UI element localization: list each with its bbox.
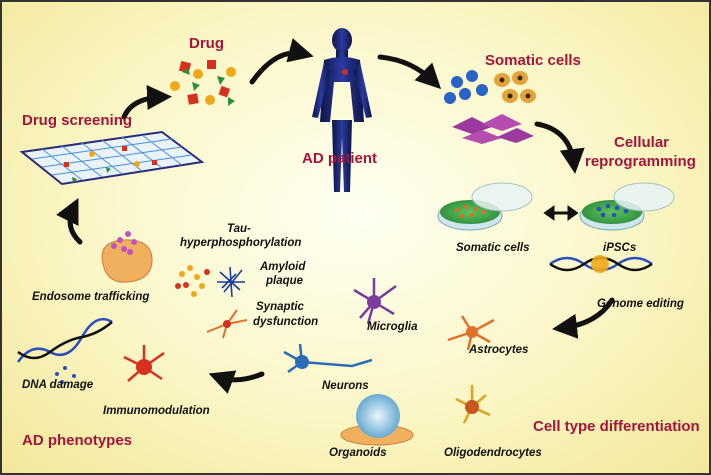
endosome-illustration bbox=[101, 231, 153, 283]
arrow-neurons-to-phenotypes bbox=[208, 370, 265, 394]
immunomodulation-illustration bbox=[123, 345, 165, 382]
immunomodulation-label: Immunomodulation bbox=[103, 405, 210, 417]
endosome-trafficking-label: Endosome trafficking bbox=[32, 291, 150, 303]
organoid-illustration bbox=[340, 394, 414, 446]
neurons-label: Neurons bbox=[322, 380, 369, 392]
drug-screening-plate bbox=[19, 130, 205, 186]
astrocytes-label: Astrocytes bbox=[469, 344, 529, 356]
organoids-label: Organoids bbox=[329, 447, 387, 459]
cell-type-differentiation-label: Cell type differentiation bbox=[533, 418, 700, 435]
tau-label-line2: hyperphosphorylation bbox=[180, 237, 302, 249]
drug-label: Drug bbox=[189, 35, 224, 52]
flow-arrows bbox=[56, 38, 615, 394]
arrow-screening-to-drug bbox=[121, 85, 172, 120]
dna-damage-illustration bbox=[16, 317, 113, 384]
neurons-illustration bbox=[283, 343, 373, 374]
synaptic-label-line2: dysfunction bbox=[253, 316, 319, 328]
ad-phenotypes-label: AD phenotypes bbox=[22, 432, 133, 449]
microglia-illustration bbox=[353, 278, 397, 325]
microglia-label: Microglia bbox=[367, 321, 418, 333]
drug-pills-illustration bbox=[170, 60, 236, 106]
somatic-cells-illustration bbox=[444, 70, 536, 144]
oligodendrocytes-illustration bbox=[455, 385, 491, 424]
drug-screening-label: Drug screening bbox=[22, 112, 133, 129]
cellular-reprogramming-line2: reprogramming bbox=[585, 153, 696, 170]
tau-label-line1: Tau- bbox=[227, 223, 251, 235]
amyloid-label-line1: Amyloid bbox=[260, 261, 306, 273]
genome-editing-dna bbox=[549, 255, 653, 273]
ipsc-dish bbox=[579, 182, 675, 231]
arrow-patient-to-somatic bbox=[377, 54, 442, 90]
somatic-cells-title: Somatic cells bbox=[485, 52, 581, 69]
arrow-genome-to-astrocytes bbox=[552, 297, 615, 339]
ad-patient-figure bbox=[312, 28, 372, 192]
somatic-cells-dish-label: Somatic cells bbox=[456, 242, 530, 254]
arrow-phenotypes-to-screening bbox=[56, 198, 83, 245]
ad-patient-label: AD patient bbox=[302, 150, 377, 167]
cellular-reprogramming-line1: Cellular bbox=[614, 134, 670, 151]
amyloid-plaque-illustration bbox=[217, 266, 245, 298]
ipscs-label: iPSCs bbox=[603, 242, 637, 254]
synaptic-label-line1: Synaptic bbox=[256, 301, 304, 313]
dna-damage-label: DNA damage bbox=[22, 379, 94, 391]
arrow-drug-to-patient bbox=[249, 38, 314, 85]
synaptic-neuron-illustration bbox=[206, 309, 248, 339]
double-arrow bbox=[543, 205, 579, 221]
oligodendrocytes-label: Oligodendrocytes bbox=[444, 447, 542, 459]
somatic-cell-dish bbox=[437, 182, 533, 231]
amyloid-label-line2: plaque bbox=[266, 275, 304, 287]
tau-illustration bbox=[175, 265, 210, 297]
genome-editing-label: Genome editing bbox=[597, 298, 684, 310]
astrocytes-illustration bbox=[447, 315, 495, 351]
arrow-somatic-to-reprogramming bbox=[534, 121, 585, 174]
